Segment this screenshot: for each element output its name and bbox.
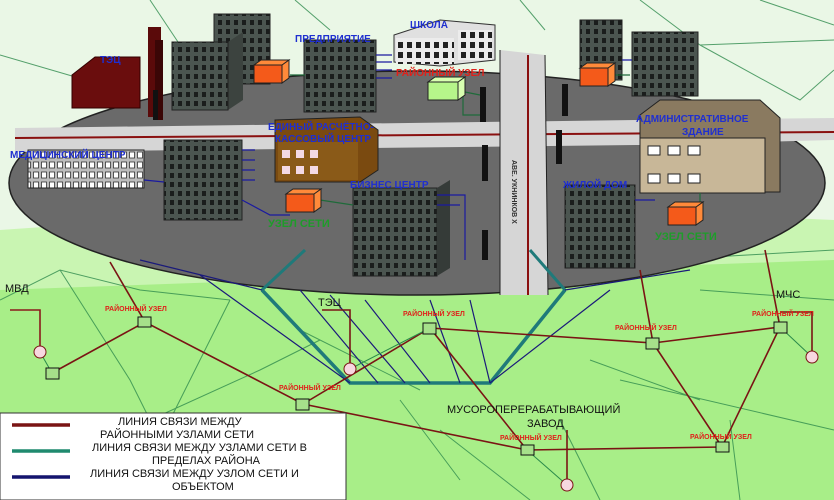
district-node-label: РАЙОННЫЙ УЗЕЛ [403,309,465,318]
billing-center-building[interactable] [274,116,379,183]
billing-center-label-2: КАССОВЫЙ ЦЕНТР [275,132,371,145]
residential-tower[interactable] [631,31,699,97]
district-node-label: РАЙОННЫЙ УЗЕЛ [500,433,562,442]
tec-object[interactable] [343,362,357,376]
district-node-label: РАЙОННЫЙ УЗЕЛ [105,304,167,313]
apartment-building[interactable] [163,139,243,221]
mvd-label: МВД [5,283,29,295]
business-center-building[interactable] [352,180,450,277]
street-label: АВЕ. УКНИНКОВ Х [510,160,517,224]
buildings [27,13,781,277]
waste-plant-object[interactable] [560,478,574,492]
legend-label: ОБЪЕКТОМ [172,481,234,493]
legend-label: ЛИНИЯ СВЯЗИ МЕЖДУ УЗЛОМ СЕТИ И [90,468,299,480]
legend-label: ЛИНИЯ СВЯЗИ МЕЖДУ УЗЛАМИ СЕТИ В [92,442,307,454]
district-node-label: РАЙОННЫЙ УЗЕЛ [279,383,341,392]
admin-building-label-2: ЗДАНИЕ [682,127,724,138]
business-center-label: БИЗНЕС ЦЕНТР [350,180,429,191]
school-building[interactable] [393,19,496,67]
office-tower[interactable] [171,32,243,111]
district-node[interactable] [715,441,730,453]
network-node[interactable] [666,201,705,226]
network-node[interactable] [578,62,617,87]
admin-building-label: АДМИНИСТРАТИВНОЕ [636,114,749,125]
district-node-center-label: РАЙОННЫЙ УЗЕЛ [396,66,484,79]
in-district-links [143,54,701,260]
legend-label: ПРЕДЕЛАХ РАЙОНА [152,454,261,467]
network-node[interactable] [252,59,291,84]
mchs-label: МЧС [776,289,800,301]
district-nodes: РАЙОННЫЙ УЗЕЛ РАЙОННЫЙ УЗЕЛ РАЙОННЫЙ УЗЕ… [45,304,814,456]
district-node[interactable] [45,367,60,380]
billing-center-label: ЕДИНЫЙ РАСЧЁТНО- [268,120,374,133]
tec-label: ТЭЦ [318,297,341,309]
building-labels: ТЭЦ ПРЕДПРИЯТИЕ ШКОЛА РАЙОННЫЙ УЗЕЛ МЕДИ… [10,20,749,243]
district-node-center[interactable] [426,76,467,101]
district-node-label: РАЙОННЫЙ УЗЕЛ [615,323,677,332]
network-node-label: УЗЕЛ СЕТИ [268,218,330,230]
district-node[interactable] [520,444,535,456]
network-node[interactable] [284,188,323,213]
district-node[interactable] [295,398,310,411]
school-label: ШКОЛА [410,20,448,31]
legend-label: ЛИНИЯ СВЯЗИ МЕЖДУ [118,416,243,428]
residential-house-label: ЖИЛОЙ ДОМ [562,178,627,191]
traffic-lights [153,84,568,260]
enterprise-building[interactable] [303,39,377,113]
enterprise-label: ПРЕДПРИЯТИЕ [295,34,371,45]
residential-house-building[interactable] [564,184,636,269]
waste-plant-label-2: ЗАВОД [527,418,564,430]
legend-label: РАЙОННЫМИ УЗЛАМИ СЕТИ [100,428,254,441]
district-node-label: РАЙОННЫЙ УЗЕЛ [752,309,814,318]
waste-plant-label: МУСОРОПЕРЕРАБАТЫВАЮЩИЙ [447,403,620,416]
node-object-links [39,326,813,486]
mvd-object[interactable] [33,345,47,359]
district-node[interactable] [773,321,788,334]
local-network-links [139,248,691,385]
factory-label: ТЭЦ [100,55,121,66]
district-node-label: РАЙОННЫЙ УЗЕЛ [690,432,752,441]
medical-center-label: МЕДИЦИНСКИЙ ЦЕНТР [10,148,126,161]
medical-center-building[interactable] [27,149,145,189]
network-node-label: УЗЕЛ СЕТИ [655,231,717,243]
admin-building[interactable] [639,99,781,194]
legend: ЛИНИЯ СВЯЗИ МЕЖДУ РАЙОННЫМИ УЗЛАМИ СЕТИ … [0,412,347,500]
district-node[interactable] [422,322,437,335]
district-node[interactable] [645,337,660,350]
district-node[interactable] [137,316,152,328]
mchs-object[interactable] [805,350,819,364]
outside-objects: МВД ТЭЦ МЧС МУСОРОПЕРЕРАБАТЫВАЮЩИЙ ЗАВОД [5,283,819,492]
